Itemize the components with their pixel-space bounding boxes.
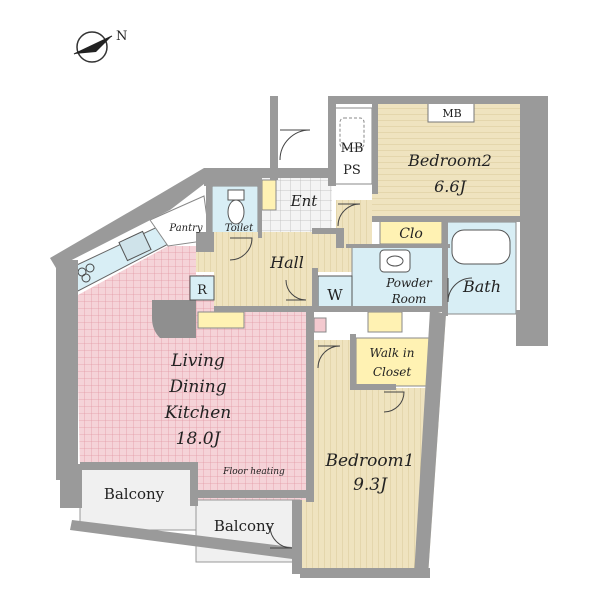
bedroom1-name: Bedroom1 — [325, 451, 415, 471]
ps-label: PS — [343, 163, 361, 178]
ldk-label-3: Kitchen — [164, 403, 231, 423]
ldk-label-2: Dining — [168, 377, 226, 397]
ent-label: Ent — [290, 192, 319, 210]
pantry-label: Pantry — [168, 223, 202, 234]
walls — [50, 96, 548, 578]
r-label: R — [197, 283, 208, 298]
bath-label: Bath — [462, 277, 501, 296]
north-label: N — [116, 29, 127, 44]
bedroom2-name: Bedroom2 — [407, 151, 492, 170]
bedroom1-size: 9.3J — [353, 475, 388, 495]
clo-label: Clo — [399, 226, 423, 242]
ldk-label-1: Living — [170, 351, 225, 371]
ldk-size: 18.0J — [176, 429, 222, 449]
walk-in-closet-label-2: Closet — [373, 365, 412, 379]
powder-room-label-1: Powder — [385, 276, 433, 290]
doors — [229, 129, 473, 549]
bedroom2-size: 6.6J — [434, 177, 467, 196]
mb-label: MB — [341, 141, 364, 156]
walk-in-closet-label-1: Walk in — [370, 346, 415, 360]
hall-label: Hall — [269, 253, 304, 272]
compass-icon: N — [73, 29, 127, 63]
balcony-left-label: Balcony — [104, 485, 165, 503]
mb-top-label: MB — [442, 107, 461, 120]
w-label: W — [327, 286, 343, 304]
toilet-label: Toilet — [225, 223, 254, 234]
floor-heating-label: Floor heating — [222, 467, 285, 477]
balcony-center-label: Balcony — [214, 517, 275, 535]
powder-room-label-2: Room — [391, 292, 427, 306]
